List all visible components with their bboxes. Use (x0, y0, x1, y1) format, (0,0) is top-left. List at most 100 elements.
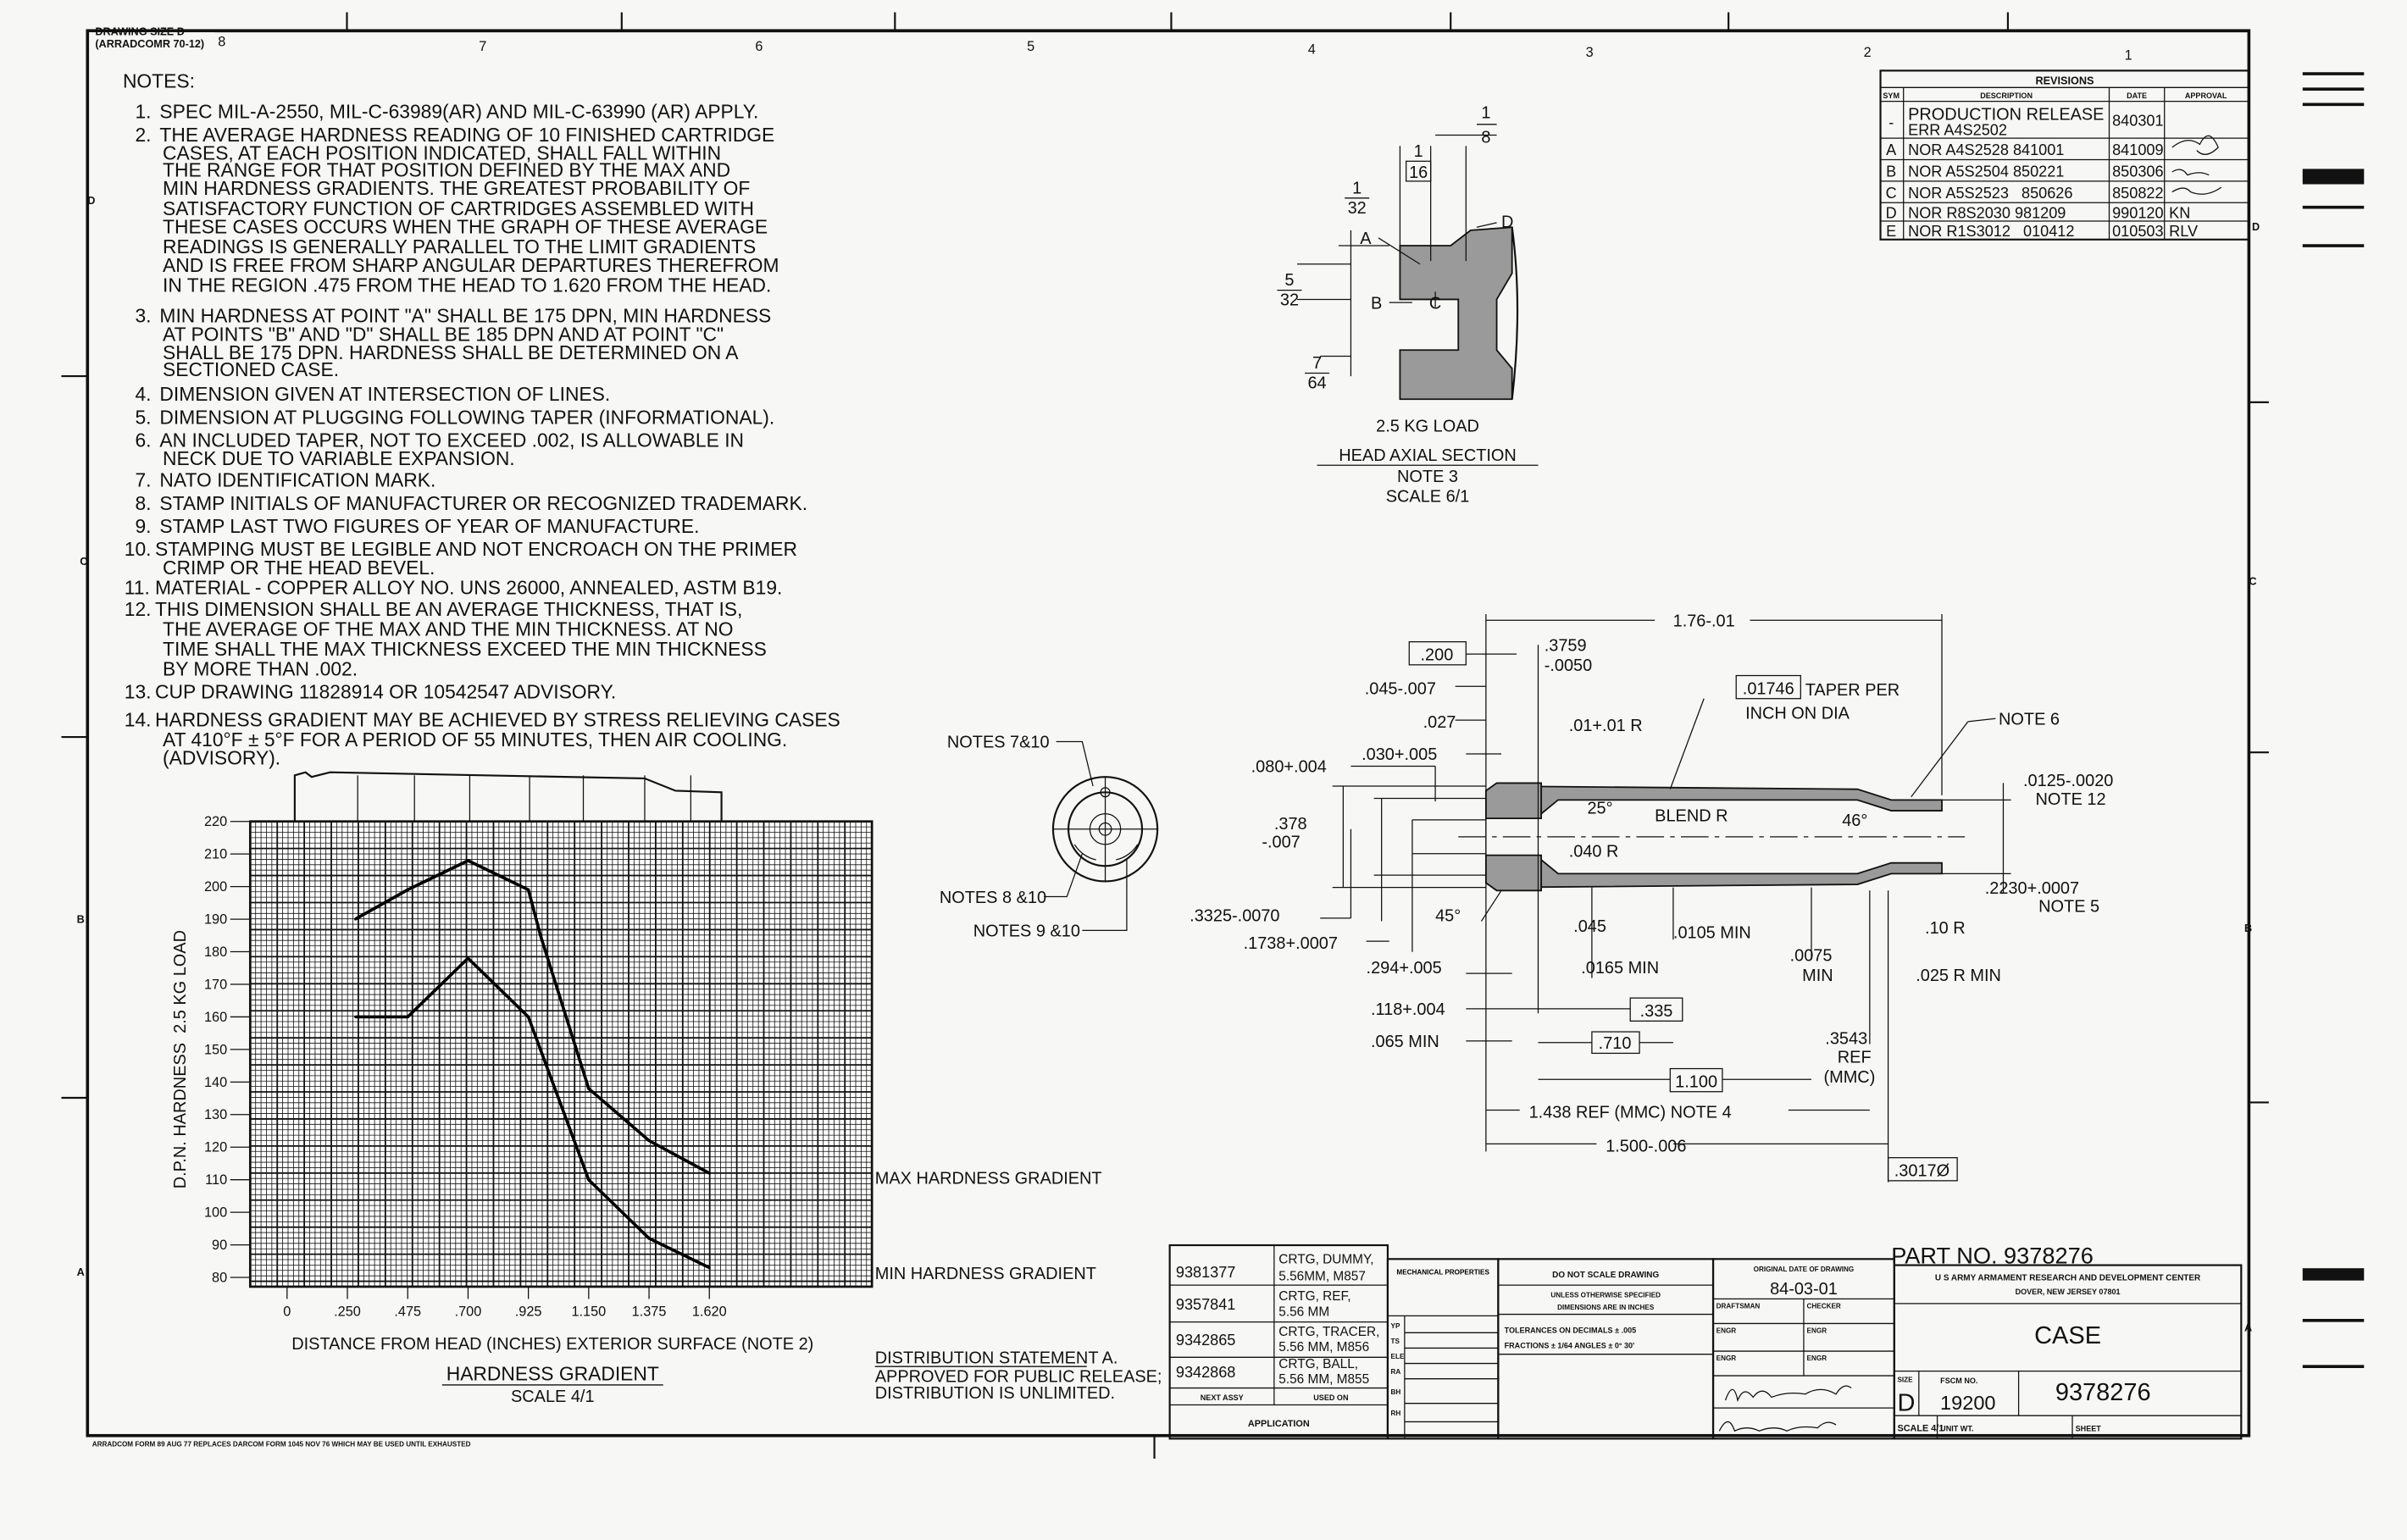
app-part-no: 9381377 (1176, 1264, 1236, 1281)
dimension-label: .045-.007 (1365, 679, 1436, 698)
rev-date: 840301 (2112, 113, 2163, 130)
head-section-load: 2.5 KG LOAD (1376, 417, 1479, 435)
rev-date: 850822 (2112, 185, 2163, 202)
orig-date-label: ORIGINAL DATE OF DRAWING (1754, 1266, 1855, 1273)
rev-approval: KN (2169, 204, 2190, 221)
drawing-number: 9378276 (2055, 1379, 2151, 1406)
do-not-scale: DO NOT SCALE DRAWING (1552, 1271, 1659, 1280)
dimension-label: .118+.004 (1371, 1000, 1445, 1019)
note-line: THE AVERAGE OF THE MAX AND THE MIN THICK… (163, 618, 733, 640)
data-point (647, 1237, 651, 1240)
note-number: 14. (125, 708, 152, 730)
used-on-label: USED ON (1313, 1393, 1348, 1402)
distribution-title: DISTRIBUTION STATEMENT A. (875, 1349, 1118, 1368)
dimension-label: .0105 MIN (1673, 923, 1751, 942)
y-tick-label: 180 (204, 944, 227, 960)
note-line: MIN HARDNESS GRADIENTS. THE GREATEST PRO… (163, 177, 750, 199)
data-point (527, 1015, 530, 1018)
app-part-no: 9342868 (1176, 1364, 1236, 1381)
org-line-1: U S ARMY ARMAMENT RESEARCH AND DEVELOPME… (1935, 1274, 2200, 1283)
mech-row: RH (1391, 1410, 1401, 1417)
data-point (707, 1266, 711, 1269)
end-view-label: NOTES 8 &10 (940, 889, 1046, 907)
case-profile-dividers (357, 775, 691, 822)
end-view-label: NOTES 9 &10 (973, 922, 1080, 941)
dimension-label: (MMC) (1823, 1068, 1875, 1087)
fscm-label: FSCM NO. (1940, 1377, 1977, 1385)
rev-desc: NOR R8S2030 981209 (1908, 204, 2066, 221)
y-tick-label: 160 (204, 1010, 227, 1025)
y-tick-label: 90 (212, 1238, 227, 1253)
basic-dimension: .200 (1421, 645, 1454, 664)
dimension-label: .3759 (1545, 637, 1587, 656)
note-number: 2. (135, 124, 151, 146)
data-point (647, 1139, 651, 1143)
rev-desc: NOR A4S2528 841001 (1908, 141, 2064, 158)
zone-label: 4 (1308, 42, 1316, 57)
dimension-label: .3325-.0070 (1190, 907, 1279, 926)
zone-labels-top: 8 7 6 5 4 3 2 1 (218, 34, 2132, 63)
legend-min: MIN HARDNESS GRADIENT (875, 1265, 1096, 1283)
point-label-c: C (1429, 294, 1441, 313)
note-line: MIN HARDNESS AT POINT "A" SHALL BE 175 D… (159, 305, 771, 327)
note-number: 8. (135, 492, 151, 514)
tolerance-fractions: FRACTIONS ± 1/64 ANGLES ± 0° 30' (1505, 1341, 1635, 1349)
data-point (406, 1015, 409, 1018)
distribution-statement: DISTRIBUTION STATEMENT A. APPROVED FOR P… (875, 1349, 1162, 1404)
note-line: THE RANGE FOR THAT POSITION DEFINED BY T… (163, 158, 730, 180)
note-line: IN THE REGION .475 FROM THE HEAD TO 1.62… (163, 274, 771, 296)
zone-label: 6 (755, 39, 763, 54)
note-line: BY MORE THAN .002. (163, 658, 358, 680)
note-number: 9. (135, 515, 151, 537)
data-point (466, 859, 469, 862)
note-line: HARDNESS GRADIENT MAY BE ACHIEVED BY STR… (155, 708, 840, 730)
dimension-label: .0075 (1790, 947, 1833, 966)
app-name: CRTG, REF, (1278, 1289, 1350, 1304)
unless-specified: UNLESS OTHERWISE SPECIFIED (1550, 1292, 1661, 1299)
head-section-scale: SCALE 6/1 (1386, 488, 1470, 507)
fraction-numerator: 1 (1352, 179, 1362, 197)
mech-props-label: MECHANICAL PROPERTIES (1396, 1268, 1489, 1277)
mech-row: TS (1391, 1338, 1400, 1345)
mech-row: ELE (1391, 1353, 1405, 1360)
draftsman-label: DRAFTSMAN (1717, 1302, 1761, 1310)
note-line: SATISFACTORY FUNCTION OF CARTRIDGES ASSE… (163, 197, 754, 219)
rev-approval: RLV (2169, 223, 2198, 240)
title-block: PART NO. 9378276 9381377 CRTG, DUMMY, 5.… (1168, 1243, 2243, 1440)
signature (1718, 1385, 1852, 1432)
dimension-label: 46° (1842, 812, 1867, 830)
tolerance-decimals: TOLERANCES ON DECIMALS ± .005 (1505, 1326, 1637, 1334)
mech-row: BH (1391, 1388, 1401, 1396)
rev-desc: NOR R1S3012 010412 (1908, 223, 2074, 240)
note-line: THIS DIMENSION SHALL BE AN AVERAGE THICK… (155, 598, 742, 620)
x-tick-label: .700 (455, 1304, 482, 1319)
head-end-view: NOTES 7&10 NOTES 8 &10 NOTES 9 &10 (940, 734, 1159, 941)
dimension-label: 1.76-.01 (1673, 612, 1735, 631)
data-point (354, 1015, 357, 1018)
note-line: THE AVERAGE HARDNESS READING OF 10 FINIS… (159, 124, 774, 146)
note-line: READINGS IS GENERALLY PARALLEL TO THE LI… (163, 235, 756, 258)
app-name: 5.56 MM, M855 (1278, 1372, 1369, 1387)
data-point (354, 917, 357, 921)
dimension-lines (1320, 614, 2011, 1183)
dimension-label: .1738+.0007 (1244, 934, 1338, 953)
dimension-label: 1.438 REF (MMC) NOTE 4 (1529, 1104, 1732, 1122)
note-line: SPEC MIL-A-2550, MIL-C-63989(AR) AND MIL… (159, 101, 758, 123)
note-line: DIMENSION AT PLUGGING FOLLOWING TAPER (I… (159, 406, 774, 428)
approval-signatures (2171, 135, 2222, 195)
zone-label: B (77, 913, 85, 925)
note-number: 13. (125, 681, 152, 703)
head-section-note: NOTE 3 (1397, 468, 1458, 486)
note-line: NATO IDENTIFICATION MARK. (159, 469, 435, 491)
rev-sym: B (1886, 163, 1896, 180)
y-axis-ticks: 2202102001901801701601501401301201101009… (204, 814, 251, 1285)
legend-max: MAX HARDNESS GRADIENT (875, 1169, 1102, 1188)
rev-sym: C (1886, 185, 1897, 202)
head-section-title: HEAD AXIAL SECTION (1339, 446, 1517, 465)
note-number: 5. (135, 406, 151, 428)
note-number: 10. (125, 538, 152, 560)
dimension-label: .294+.005 (1367, 959, 1442, 978)
x-tick-label: 1.620 (692, 1304, 727, 1319)
chart-title: HARDNESS GRADIENT (446, 1362, 659, 1384)
note-line: STAMPING MUST BE LEGIBLE AND NOT ENCROAC… (155, 538, 797, 560)
